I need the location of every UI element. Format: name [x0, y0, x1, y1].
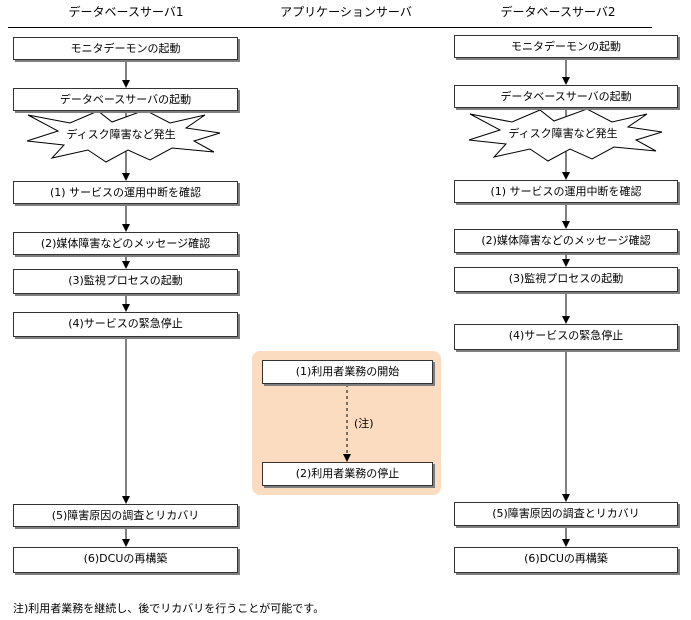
column-header-db2: データベースサーバ2	[500, 5, 616, 19]
db2-step-6: (6)DCUの再構築	[454, 547, 678, 573]
db2-step-2: (2)媒体障害などのメッセージ確認	[454, 229, 678, 253]
db1-step-1: (1) サービスの運用中断を確認	[13, 181, 238, 204]
db1-step-db-startup: データベースサーバの起動	[13, 88, 238, 111]
header-divider	[8, 27, 652, 28]
db1-step-3: (3)監視プロセスの起動	[13, 269, 238, 294]
db1-step-6: (6)DCUの再構築	[13, 547, 238, 573]
event-star-db1	[26, 109, 221, 163]
db2-step-3: (3)監視プロセスの起動	[454, 267, 678, 292]
event-star-db2	[468, 108, 663, 162]
footnote: 注)利用者業務を継続し、後でリカバリを行うことが可能です。	[13, 602, 325, 615]
event-label-db1: ディスク障害など発生	[66, 128, 176, 141]
db2-step-1: (1) サービスの運用中断を確認	[454, 180, 678, 203]
db2-step-5: (5)障害原因の調査とリカバリ	[454, 502, 678, 526]
db2-step-monitor-daemon: モニタデーモンの起動	[454, 35, 678, 58]
event-label-db2: ディスク障害など発生	[508, 127, 618, 140]
db2-step-db-startup: データベースサーバの起動	[454, 85, 678, 108]
app-step-1: (1)利用者業務の開始	[262, 360, 433, 384]
app-step-2: (2)利用者業務の停止	[262, 462, 433, 486]
db1-step-5: (5)障害原因の調査とリカバリ	[13, 504, 238, 527]
note-marker: (注)	[354, 417, 374, 430]
db1-step-4: (4)サービスの緊急停止	[13, 312, 238, 337]
db2-step-4: (4)サービスの緊急停止	[454, 324, 678, 350]
db1-step-2: (2)媒体障害などのメッセージ確認	[13, 232, 238, 255]
column-header-app: アプリケーションサーバ	[280, 5, 412, 19]
column-header-db1: データベースサーバ1	[68, 5, 184, 19]
db1-step-monitor-daemon: モニタデーモンの起動	[13, 37, 238, 60]
